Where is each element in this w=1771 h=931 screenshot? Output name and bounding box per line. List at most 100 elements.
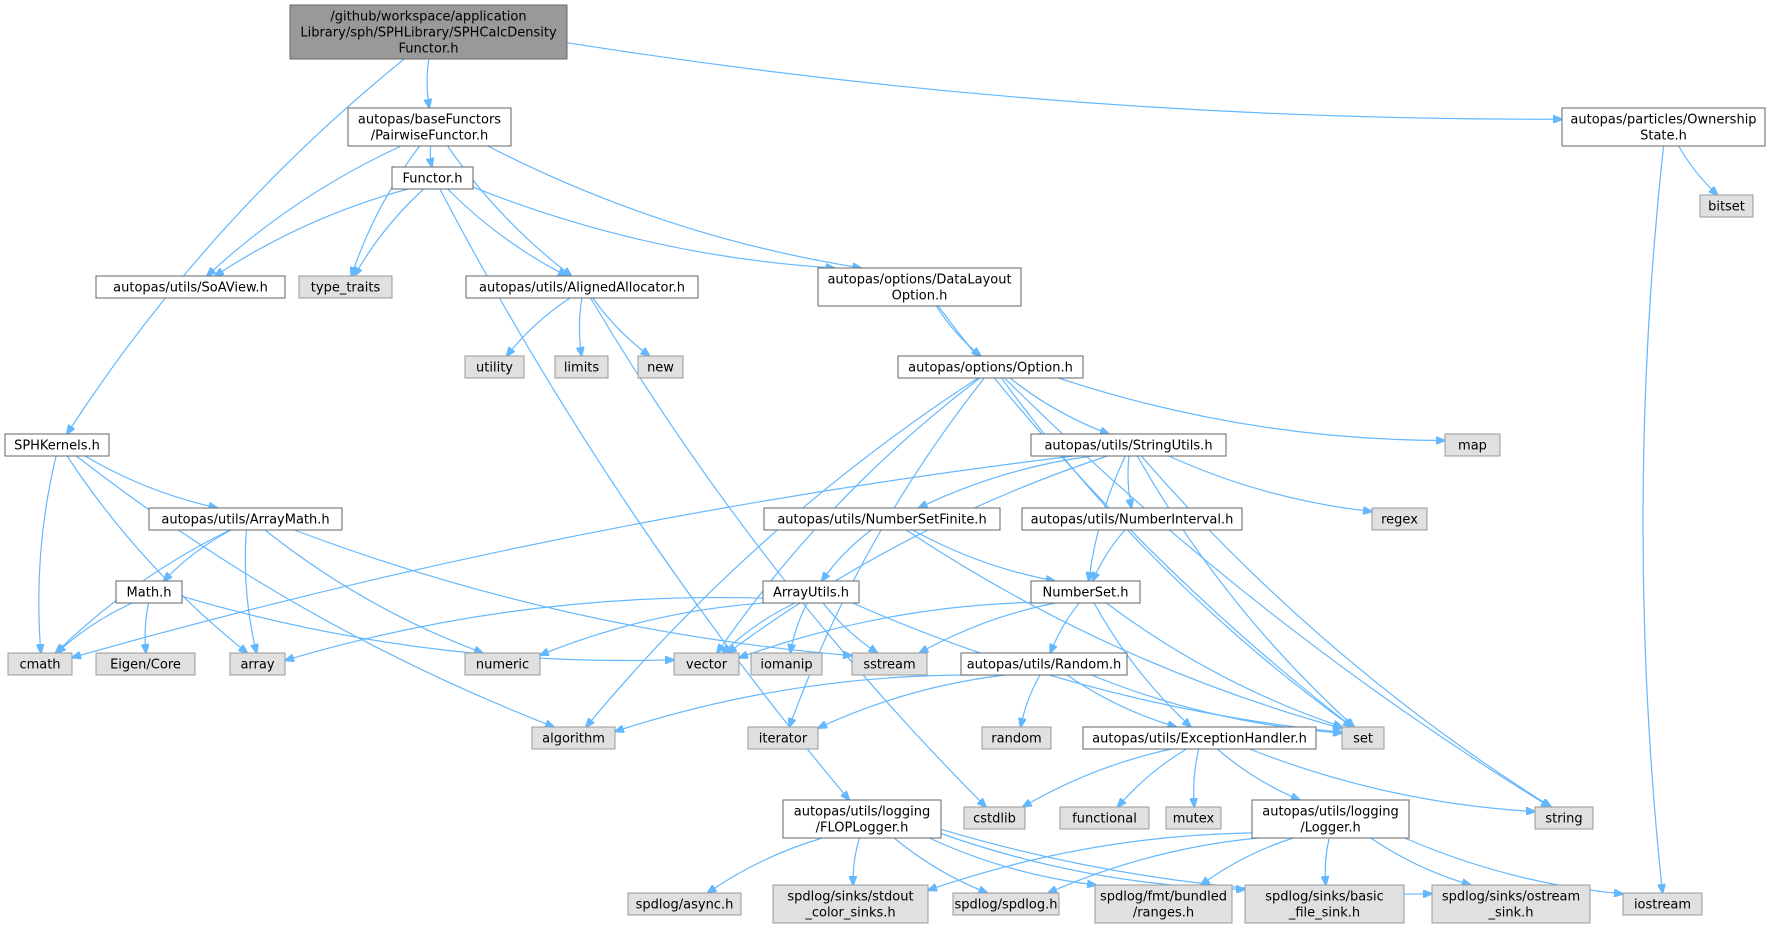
node-box [1371, 507, 1428, 531]
node-box [1444, 433, 1501, 457]
node-label-line: cstdlib [973, 812, 1016, 827]
edge-arrayutils-to-iomanip [790, 602, 808, 653]
node-box [1030, 580, 1141, 604]
node-label-line: /PairwiseFunctor.h [371, 129, 489, 144]
node-label-line: autopas/utils/StringUtils.h [1044, 439, 1212, 454]
node-label-line: SPHKernels.h [14, 439, 100, 454]
node-label-line: Functor.h [403, 172, 463, 187]
node-label-line: iterator [759, 732, 808, 747]
node-box [298, 275, 393, 299]
node-sphkernels[interactable]: SPHKernels.h [4, 433, 110, 457]
node-box [952, 892, 1060, 916]
edge-pairwise-to-soaview [207, 145, 402, 276]
node-algorithm: algorithm [531, 726, 616, 750]
node-label-line: spdlog/spdlog.h [955, 898, 1058, 913]
edge-random_h-to-algorithm [615, 674, 975, 732]
node-arraymath[interactable]: autopas/utils/ArrayMath.h [148, 507, 343, 531]
node-stdoutsinks: spdlog/sinks/stdout_color_sinks.h [772, 884, 929, 924]
edge-arraymath-to-array [244, 529, 256, 653]
node-numberset[interactable]: NumberSet.h [1030, 580, 1141, 604]
node-label-line: algorithm [542, 732, 605, 747]
node-box [554, 355, 609, 379]
node-label-line: string [1545, 812, 1582, 827]
edge-numberset-to-vector [739, 601, 1032, 657]
node-soaview[interactable]: autopas/utils/SoAView.h [95, 275, 286, 299]
edge-numbersetfinite-to-set [905, 529, 1342, 728]
node-box [1622, 892, 1703, 916]
edge-root-to-ownership [566, 42, 1562, 120]
node-box [747, 726, 819, 750]
node-label-line: /Logger.h [1300, 821, 1360, 836]
edge-numberset-to-exception [1093, 602, 1191, 727]
node-box [673, 652, 740, 676]
edge-ownership-to-iostream [1642, 145, 1664, 893]
node-eigen: Eigen/Core [95, 652, 196, 676]
node-box [1030, 433, 1227, 457]
node-box [148, 507, 343, 531]
node-label-line: autopas/utils/NumberInterval.h [1031, 513, 1234, 528]
node-label-line: spdlog/sinks/stdout [787, 890, 913, 905]
edge-functor-to-datalayout [472, 186, 835, 268]
node-logger[interactable]: autopas/utils/logging/Logger.h [1251, 799, 1410, 839]
node-basicfile: spdlog/sinks/basic_file_sink.h [1244, 884, 1405, 924]
node-floplogger[interactable]: autopas/utils/logging/FLOPLogger.h [782, 799, 942, 839]
node-label-line: spdlog/fmt/bundled [1100, 890, 1227, 905]
node-box [1165, 806, 1222, 830]
node-random_h[interactable]: autopas/utils/Random.h [960, 652, 1128, 676]
node-box [464, 355, 525, 379]
edge-stringutils-to-cmath [72, 455, 1074, 658]
node-numberinterval[interactable]: autopas/utils/NumberInterval.h [1021, 507, 1243, 531]
node-label-line: type_traits [311, 281, 381, 296]
node-numbersetfinite[interactable]: autopas/utils/NumberSetFinite.h [763, 507, 1001, 531]
node-limits: limits [554, 355, 609, 379]
node-label-line: mutex [1173, 812, 1215, 827]
node-label-line: Math.h [127, 586, 172, 601]
edge-datalayout-to-option [935, 305, 980, 356]
node-label-line: utility [476, 361, 513, 376]
node-label-line: set [1353, 732, 1373, 747]
node-exception[interactable]: autopas/utils/ExceptionHandler.h [1082, 726, 1317, 750]
node-label-line: /ranges.h [1133, 906, 1194, 921]
node-box [1561, 107, 1766, 147]
node-arrayutils[interactable]: ArrayUtils.h [762, 580, 860, 604]
node-box [637, 355, 684, 379]
edge-arrayutils-to-sstream [822, 602, 878, 653]
node-label-line: spdlog/async.h [636, 898, 734, 913]
node-label-line: new [647, 361, 674, 376]
node-utility: utility [464, 355, 525, 379]
node-box [772, 884, 929, 924]
node-box [817, 267, 1022, 307]
node-label-line: Option.h [892, 289, 948, 304]
node-label-line: /FLOPLogger.h [816, 821, 909, 836]
node-stringutils[interactable]: autopas/utils/StringUtils.h [1030, 433, 1227, 457]
edge-logger-to-stdoutsinks [928, 832, 1253, 890]
node-cmath: cmath [7, 652, 73, 676]
edge-arrayutils-to-vector [723, 602, 796, 653]
node-aligned[interactable]: autopas/utils/AlignedAllocator.h [465, 275, 699, 299]
node-math[interactable]: Math.h [115, 580, 183, 604]
edge-option-to-algorithm [586, 377, 979, 727]
node-label-line: autopas/particles/Ownership [1570, 113, 1756, 128]
node-label-line: /github/workspace/application [330, 10, 526, 25]
edge-numbersetfinite-to-numberset [912, 529, 1055, 581]
node-option[interactable]: autopas/options/Option.h [897, 355, 1084, 379]
node-functor[interactable]: Functor.h [391, 166, 474, 190]
node-label-line: limits [564, 361, 600, 376]
node-box [627, 892, 742, 916]
edge-pairwise-to-datalayout [487, 145, 862, 268]
node-root[interactable]: /github/workspace/applicationLibrary/sph… [289, 4, 568, 60]
node-new: new [637, 355, 684, 379]
node-label-line: autopas/baseFunctors [358, 113, 501, 128]
node-label-line: vector [686, 658, 728, 673]
node-pairwise[interactable]: autopas/baseFunctors/PairwiseFunctor.h [347, 107, 512, 147]
node-box [347, 107, 512, 147]
node-label-line: autopas/utils/ExceptionHandler.h [1092, 732, 1307, 747]
edge-floplogger-to-stdoutsinks [853, 837, 860, 885]
node-string: string [1534, 806, 1594, 830]
edge-sphkernels-to-arraymath [84, 455, 218, 508]
edge-exception-to-mutex [1194, 748, 1200, 807]
edge-random_h-to-exception [1066, 674, 1176, 727]
node-box [1699, 194, 1754, 218]
